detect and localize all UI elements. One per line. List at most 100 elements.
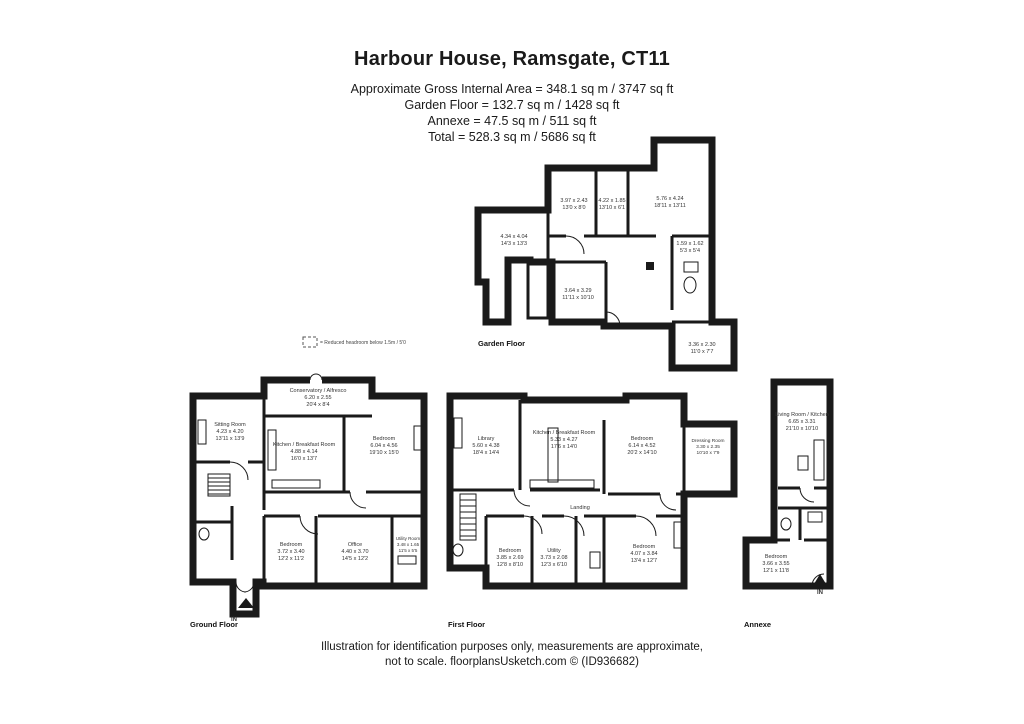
- door-swing: [799, 487, 815, 503]
- kitchen-counter: [267, 429, 277, 471]
- room-dimensions: 4.34 x 4.04: [500, 234, 527, 240]
- room-dimensions-ft: 12'8 x 8'10: [497, 562, 523, 568]
- room-dimensions: 3.72 x 3.40: [277, 549, 304, 555]
- room-dimensions: 6.20 x 2.55: [304, 395, 331, 401]
- fireplace-icon: [197, 419, 207, 445]
- sink-icon: [807, 511, 823, 523]
- garden-stair-block: [526, 260, 550, 320]
- room-name: Bedroom: [631, 436, 654, 442]
- annexe-area-text: Annexe = 47.5 sq m / 511 sq ft: [427, 114, 597, 128]
- fireplace-icon: [413, 425, 423, 451]
- wardrobe-icon: [673, 521, 683, 549]
- disclaimer-line-2: not to scale. floorplansUsketch.com © (I…: [385, 656, 639, 668]
- entrance-label: IN: [231, 617, 237, 623]
- patio-door-gap: [310, 376, 322, 384]
- room-dimensions: 4.23 x 4.20: [216, 429, 243, 435]
- room-dimensions-ft: 18'11 x 13'11: [654, 203, 686, 209]
- room-dimensions: 5.60 x 4.38: [472, 443, 499, 449]
- room-dimensions: 3.64 x 3.29: [564, 288, 591, 294]
- reduced-headroom-icon: [302, 336, 318, 348]
- room-dimensions-ft: 21'10 x 10'10: [786, 426, 818, 432]
- room-name: Landing: [570, 505, 590, 511]
- toilet-icon: [780, 517, 792, 531]
- room-dimensions: 3.48 x 1.65: [397, 542, 420, 547]
- annexe-window: [793, 379, 809, 386]
- room-dimensions-ft: 20'2 x 14'10: [627, 450, 656, 456]
- entrance-arrow-icon: [238, 598, 254, 608]
- room-dimensions: 3.30 x 2.35: [696, 444, 720, 450]
- room-dimensions-ft: 11'0 x 7'7: [691, 349, 714, 355]
- room-dimensions-ft: 12'2 x 11'2: [278, 556, 304, 562]
- room-name: Office: [348, 542, 362, 548]
- ground-stairs: [207, 473, 231, 497]
- header: Harbour House, Ramsgate, CT11 Approximat…: [0, 48, 1024, 145]
- room-name: Bedroom: [499, 548, 522, 554]
- room-name: Bedroom: [633, 544, 656, 550]
- room-dimensions: 4.07 x 3.84: [630, 551, 657, 557]
- kitchen-counter: [529, 479, 595, 489]
- room-dimensions-ft: 13'10 x 6'1: [599, 205, 625, 211]
- gross-area-text: Approximate Gross Internal Area = 348.1 …: [350, 82, 674, 96]
- first-floor-label: First Floor: [448, 620, 485, 629]
- annexe-label: Annexe: [744, 620, 771, 629]
- svg-text:1.59 x 1.625'3 x 5'4: 1.59 x 1.625'3 x 5'4: [676, 241, 703, 254]
- room-dimensions-ft: 19'10 x 15'0: [369, 450, 398, 456]
- room-dimensions: 6.04 x 4.56: [370, 443, 397, 449]
- fireplace-icon: [453, 417, 463, 449]
- door-swing: [513, 489, 531, 507]
- door-swing: [299, 515, 319, 535]
- toilet-icon: [683, 276, 697, 294]
- door-swing: [523, 515, 543, 535]
- room-name: Kitchen / Breakfast Room: [273, 442, 336, 448]
- room-dimensions: 5.33 x 4.27: [550, 437, 577, 443]
- room-name: Bedroom: [373, 436, 396, 442]
- sink-icon: [589, 551, 601, 569]
- door-swing: [563, 515, 585, 537]
- first-stairs: [459, 493, 477, 541]
- room-dimensions-ft: 18'4 x 14'4: [473, 450, 499, 456]
- room-dimensions-ft: 14'5 x 12'2: [342, 556, 368, 562]
- room-dimensions-ft: 13'0 x 8'0: [562, 205, 585, 211]
- room-name: Sitting Room: [214, 422, 246, 428]
- headroom-legend: = Reduced headroom below 1.5m / 5'0: [302, 336, 406, 348]
- room-dimensions-ft: 11'5 x 5'5: [399, 548, 418, 553]
- room-name: Bedroom: [765, 554, 788, 560]
- room-dimensions: 3.73 x 2.08: [540, 555, 567, 561]
- toilet-icon: [452, 543, 464, 557]
- room-dimensions-ft: 20'4 x 8'4: [306, 402, 329, 408]
- room-dimensions: 6.65 x 3.31: [788, 419, 815, 425]
- room-name: Living Room / Kitchen: [775, 412, 829, 418]
- entrance-arrow-icon: [814, 574, 826, 584]
- room-dimensions-ft: 13'11 x 13'9: [216, 436, 245, 442]
- room-dimensions-ft: 5'3 x 5'4: [680, 248, 700, 254]
- room-dimensions: 6.14 x 4.52: [628, 443, 655, 449]
- toilet-icon: [198, 527, 210, 541]
- room-name: Dressing Room: [691, 438, 724, 444]
- footer-disclaimer: Illustration for identification purposes…: [0, 640, 1024, 670]
- room-dimensions-ft: 14'3 x 13'3: [501, 241, 527, 247]
- room-dimensions-ft: 10'10 x 7'9: [697, 450, 720, 456]
- room-name: Bedroom: [280, 542, 303, 548]
- door-swing: [229, 461, 249, 481]
- room-name: Library: [478, 436, 495, 442]
- room-dimensions: 3.66 x 3.55: [762, 561, 789, 567]
- room-dimensions-ft: 11'11 x 10'10: [562, 295, 594, 301]
- entrance-label: IN: [817, 590, 823, 596]
- garden-floor-label: Garden Floor: [478, 339, 525, 348]
